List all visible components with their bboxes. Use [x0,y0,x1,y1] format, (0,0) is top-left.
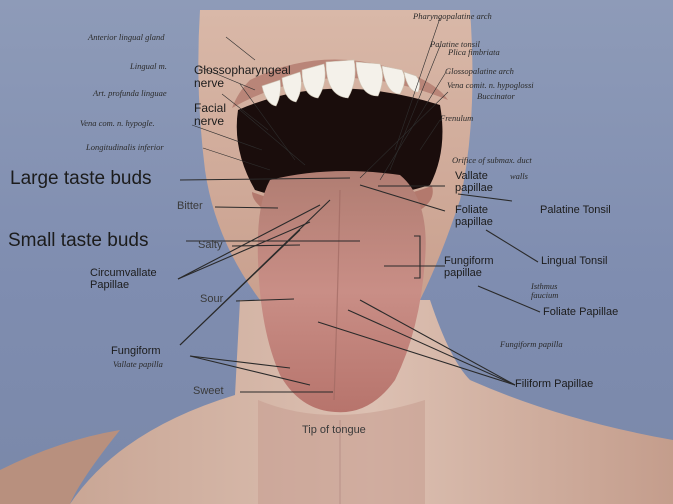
latin-vena-com-hypogl: Vena com. n. hypogle. [80,119,155,128]
latin-pharyngopalatine-arch: Pharyngopalatine arch [413,12,492,21]
label-large-taste-buds: Large taste buds [10,169,152,189]
latin-vena-comit-hypoglossi: Vena comit. n. hypoglossi [447,81,534,90]
label-fungiform: Fungiform [111,346,161,358]
latin-fungiform-papilla: Fungiform papilla [500,340,563,349]
latin-orifice-submax-duct: Orifice of submax. duct [452,156,532,165]
label-fungiform-papillae-center: Fungiform papillae [444,256,494,279]
label-small-taste-buds: Small taste buds [8,231,148,251]
latin-art-profunda-linguae: Art. profunda linguae [93,89,167,98]
label-sweet: Sweet [193,386,224,398]
latin-walls: walls [510,172,528,181]
label-salty: Salty [198,240,222,252]
label-lingual-tonsil: Lingual Tonsil [541,256,607,268]
label-foliate-papillae-center: Foliate papillae [455,205,493,228]
label-circumvallate-papillae: Circumvallate Papillae [90,268,157,291]
label-bitter: Bitter [177,201,203,213]
label-glossopharyngeal-nerve: Glossopharyngeal nerve [194,64,291,89]
label-foliate-papillae: Foliate Papillae [543,307,618,319]
latin-anterior-lingual-gland: Anterior lingual gland [88,33,165,42]
latin-buccinator: Buccinator [477,92,515,101]
latin-glossopalatine-arch: Glossopalatine arch [445,67,514,76]
latin-plica-fimbriata: Plica fimbriata [448,48,500,57]
latin-longitudinalis-inferior: Longitudinalis inferior [86,143,164,152]
latin-isthmus-faucium: Isthmus faucium [531,282,558,300]
latin-frenulum: Frenulum [440,114,473,123]
latin-lingual-m: Lingual m. [130,62,167,71]
label-facial-nerve: Facial nerve [194,102,226,127]
label-tip-of-tongue: Tip of tongue [302,425,366,437]
label-filiform-papillae: Filiform Papillae [515,379,593,391]
label-palatine-tonsil: Palatine Tonsil [540,205,611,217]
label-sour: Sour [200,294,223,306]
label-vallate-papillae: Vallate papillae [455,171,493,194]
neck-strip [258,400,425,504]
latin-vallate-papilla: Vallate papilla [113,360,163,369]
